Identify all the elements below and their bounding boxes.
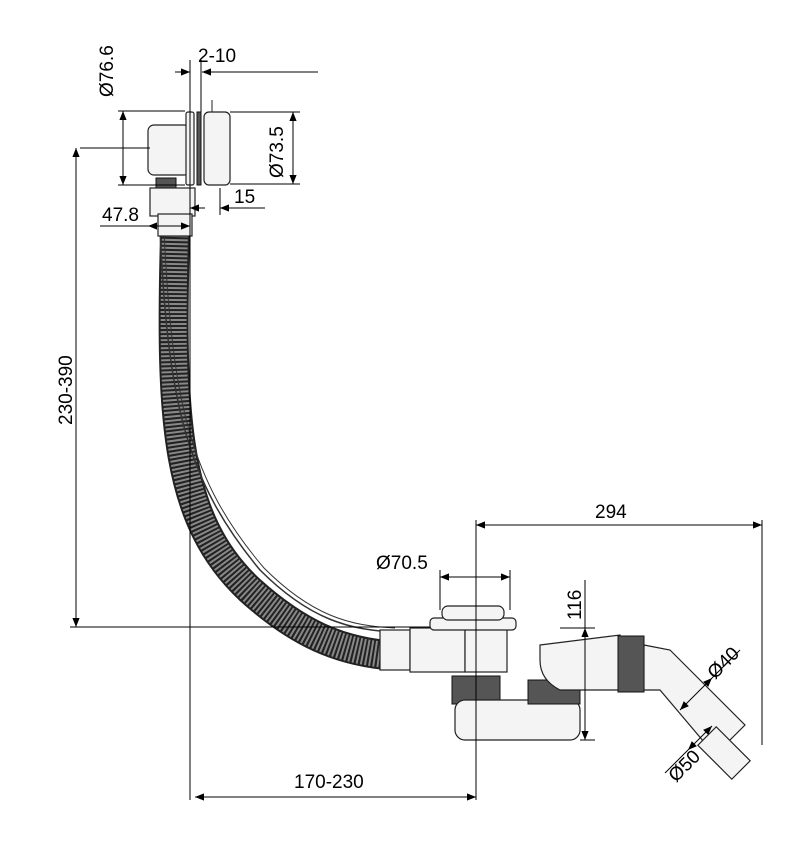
dimension-lines xyxy=(72,60,762,801)
corrugated-hose xyxy=(158,229,396,670)
cap-depth-label: 15 xyxy=(234,187,255,208)
drain-diameter-label: Ø70.5 xyxy=(376,553,428,574)
overflow-depth-label: 47.8 xyxy=(102,205,139,226)
overflow-diameter-label: Ø76.6 xyxy=(97,45,118,97)
center-lines xyxy=(70,60,763,800)
height-range-label: 230-390 xyxy=(56,355,77,425)
trap-height-label: 116 xyxy=(565,590,586,620)
cap-diameter-label: Ø73.5 xyxy=(267,126,288,178)
outlet-outer-diameter-label: Ø50 xyxy=(665,746,705,786)
outlet-inner-diameter-label: Ø40 xyxy=(704,643,744,683)
horizontal-range-label: 170-230 xyxy=(294,772,364,793)
overflow-assembly xyxy=(147,100,231,237)
wall-thickness-label: 2-10 xyxy=(198,46,236,67)
total-length-label: 294 xyxy=(595,502,627,523)
